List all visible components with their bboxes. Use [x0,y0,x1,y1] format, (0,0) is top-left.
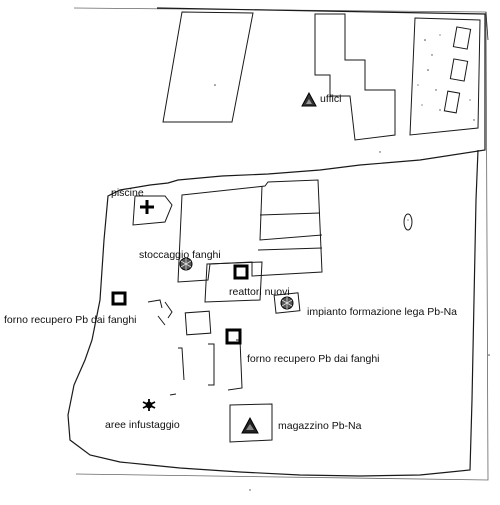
square-icon [111,291,127,306]
tank-oval [403,213,413,231]
star-icon [142,399,156,411]
building-magazzino [229,403,273,443]
building-impianto [273,292,301,314]
label-forno-left: forno recupero Pb dai fanghi [4,314,137,326]
square-icon [233,264,249,280]
cross-icon [140,200,154,214]
misc-structures [147,299,243,396]
site-boundary [67,7,486,477]
circle-hatched-icon [179,257,193,271]
building-top-right [409,17,481,136]
building-top-left [162,11,254,123]
label-piscine: piscine [111,187,144,199]
building-central [177,179,323,283]
label-forno-center: forno recupero Pb dai fanghi [247,353,380,365]
building-reattori [204,261,263,303]
label-uffici: uffici [320,93,342,105]
scan-speckle [214,34,490,491]
square-icon [225,328,242,345]
building-piscine [132,195,173,226]
label-aree-infustaggio: aree infustaggio [105,419,180,431]
circle-hatched-icon [280,296,294,310]
label-reattori-nuovi: reattori nuovi [229,286,290,298]
label-impianto-lega: impianto formazione lega Pb-Na [307,306,457,318]
triangle-icon [301,91,317,107]
label-stoccaggio-fanghi: stoccaggio fanghi [139,249,221,261]
building-uffici [314,13,396,141]
scan-frame [73,7,489,481]
label-magazzino: magazzino Pb-Na [278,420,362,432]
triangle-icon [241,416,259,434]
